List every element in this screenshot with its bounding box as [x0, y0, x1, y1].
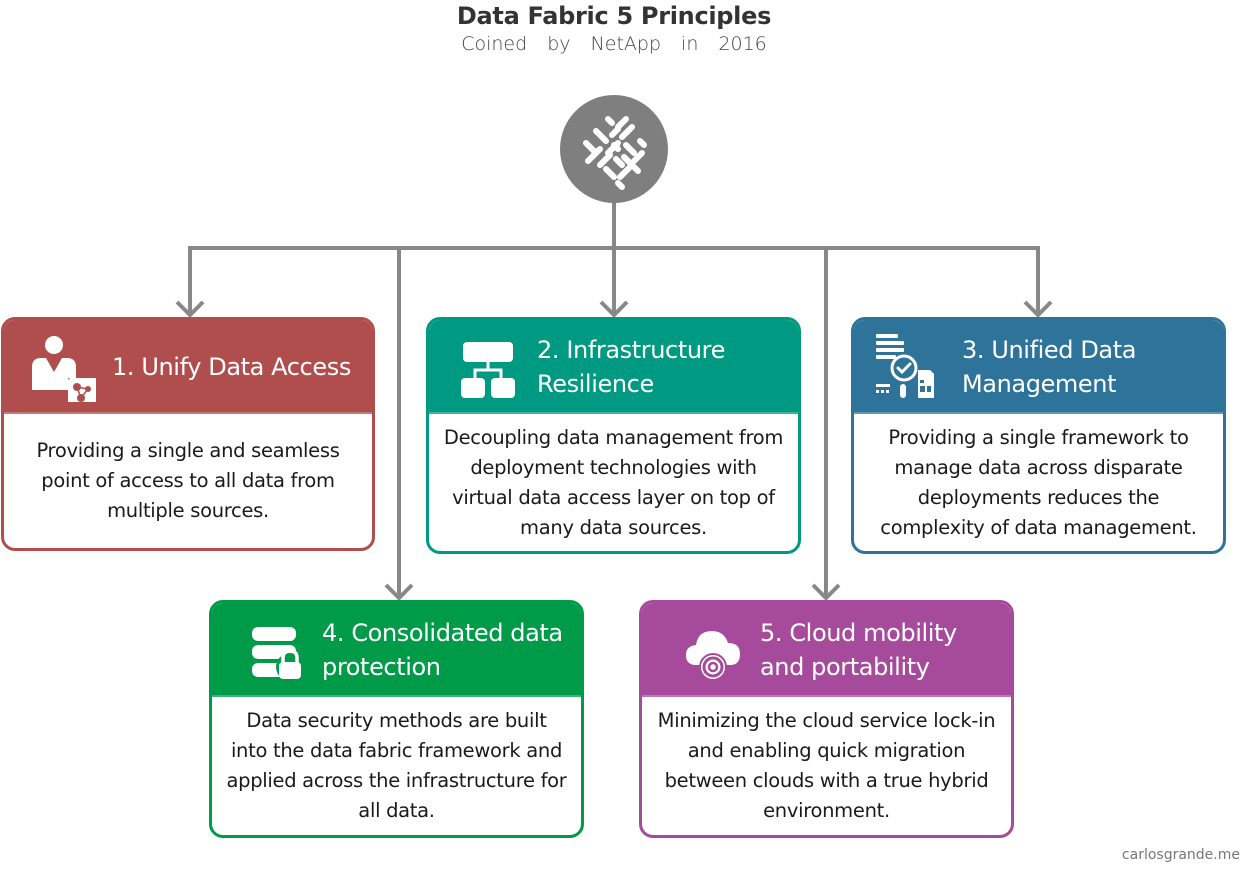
- credit-text: carlosgrande.me: [1121, 847, 1240, 863]
- data-inspection-icon: [876, 334, 934, 398]
- page-subtitle: Coined by NetApp in 2016: [461, 33, 767, 55]
- database-lock-icon: [252, 627, 304, 681]
- data-fabric-weave-icon: [583, 116, 647, 190]
- card-title: 1. Unify Data Access: [112, 353, 351, 381]
- card-description: Data security methods are built into the…: [226, 709, 567, 822]
- card-title: 2. Infrastructure Resilience: [537, 336, 725, 398]
- arrowhead-card-2: [599, 300, 629, 318]
- card-header: 2. Infrastructure Resilience: [429, 320, 798, 414]
- card-header: 4. Consolidated data protection: [212, 603, 581, 697]
- card-title: 4. Consolidated data protection: [322, 619, 563, 681]
- card-description: Minimizing the cloud service lock-in and…: [657, 709, 996, 822]
- card-description: Providing a single framework to manage d…: [880, 425, 1197, 539]
- principle-card-5: 5. Cloud mobility and portability Minimi…: [639, 600, 1014, 838]
- card-description: Providing a single and seamless point of…: [36, 439, 340, 522]
- data-fabric-hub: [560, 95, 668, 203]
- arrowhead-card-4: [384, 583, 414, 601]
- arrowhead-card-3: [1023, 300, 1053, 318]
- card-title: 3. Unified Data Management: [962, 336, 1137, 398]
- principle-card-2: 2. Infrastructure Resilience Decoupling …: [426, 317, 801, 554]
- card-header: 3. Unified Data Management: [854, 320, 1223, 414]
- principle-card-4: 4. Consolidated data protection Data sec…: [209, 600, 584, 838]
- arrowhead-card-1: [175, 300, 205, 318]
- card-header: 1. Unify Data Access: [4, 320, 372, 414]
- card-description: Decoupling data management from deployme…: [443, 425, 784, 539]
- principle-card-1: 1. Unify Data Access Providing a single …: [1, 317, 375, 551]
- arrowhead-card-5: [811, 583, 841, 601]
- cloud-sync-icon: [686, 631, 740, 681]
- card-title: 5. Cloud mobility and portability: [760, 619, 957, 681]
- user-network-icon: [32, 336, 96, 402]
- page-title: Data Fabric 5 Principles: [456, 2, 772, 30]
- card-header: 5. Cloud mobility and portability: [642, 603, 1011, 697]
- hierarchy-sitemap-icon: [461, 342, 515, 398]
- principle-card-3: 3. Unified Data Management Providing a s…: [851, 317, 1226, 554]
